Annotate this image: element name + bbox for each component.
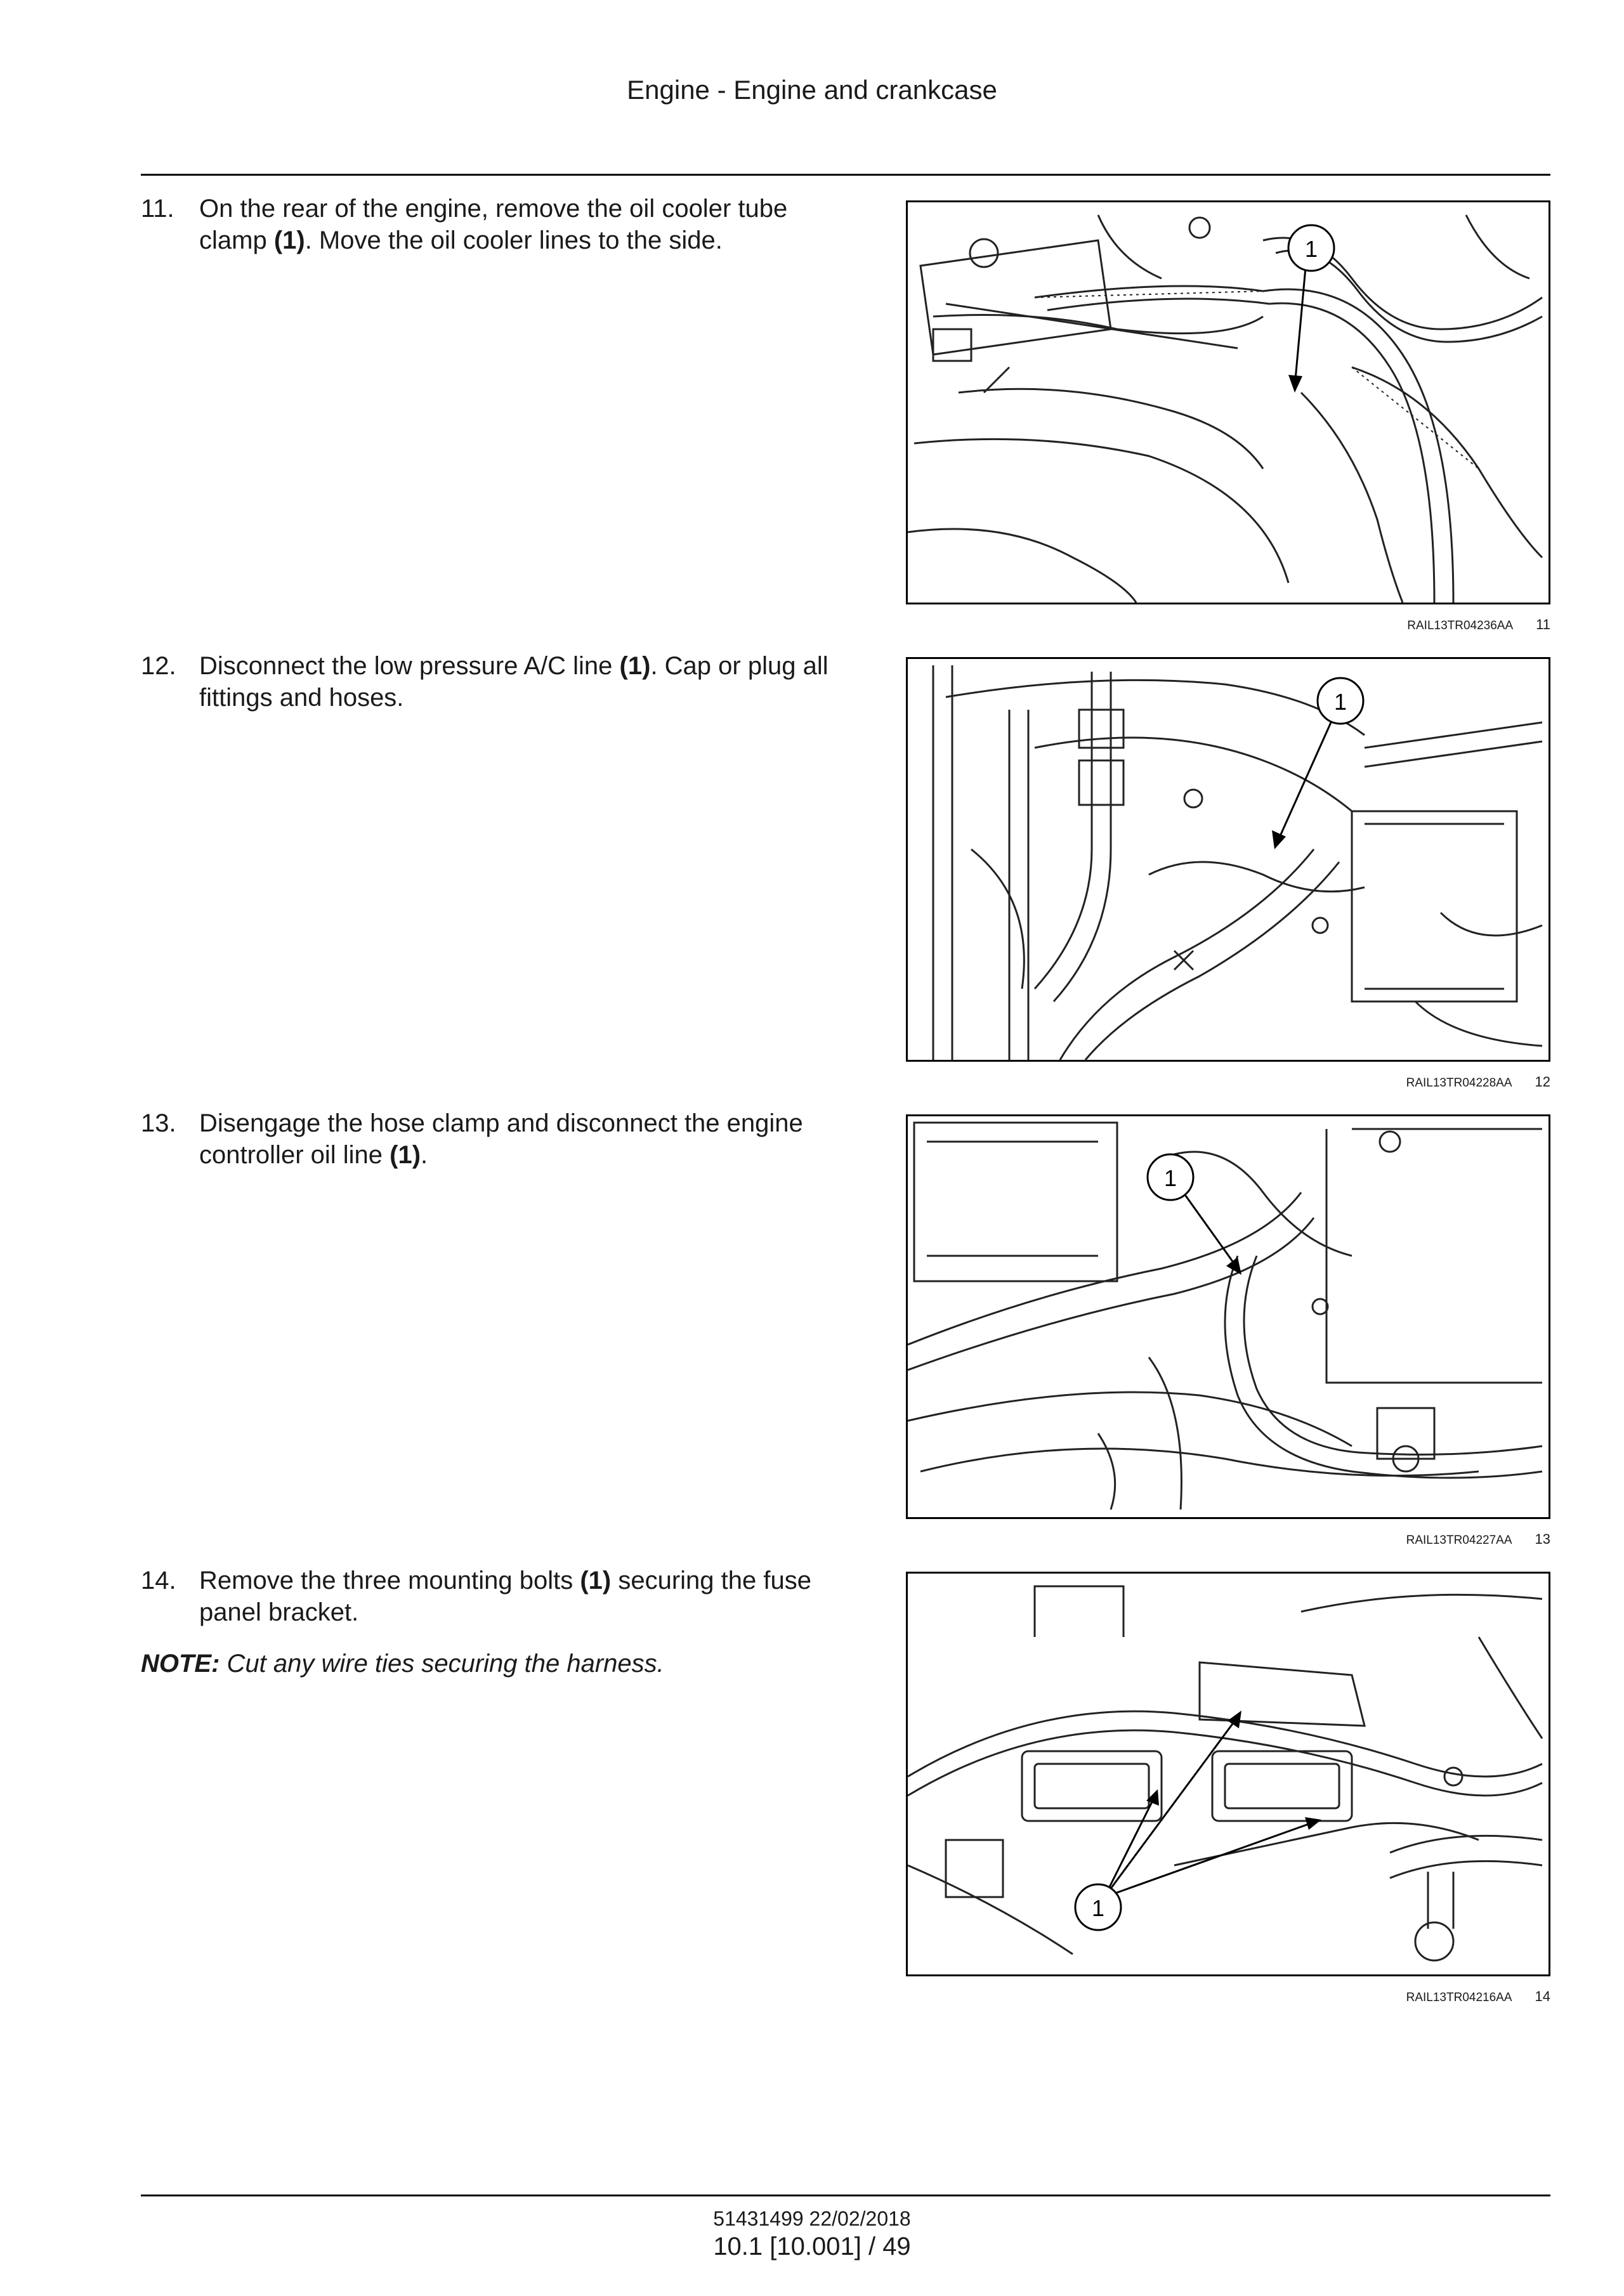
ac-line-illustration: 1 [932, 665, 1543, 1060]
figure-code: RAIL13TR04227AA [1406, 1534, 1512, 1547]
step-number: 14. [141, 1567, 176, 1595]
engine-illustration: 1 [908, 214, 1543, 603]
step-text: On the rear of the engine, remove the oi… [199, 195, 788, 254]
figure-11: 1 [906, 200, 1550, 604]
figure-number: 13 [1535, 1531, 1550, 1547]
header-rule [141, 174, 1550, 176]
step-14: 14. Remove the three mounting bolts (1) … [141, 1565, 858, 1628]
step-number: 11. [141, 195, 174, 223]
figure-caption: RAIL13TR04216AA 14 [906, 1988, 1550, 2005]
callout-circle [1146, 1153, 1195, 1201]
page-header-title: Engine - Engine and crankcase [627, 75, 997, 105]
callout-label: 1 [1305, 236, 1318, 262]
callout-ref: (1) [390, 1141, 421, 1169]
note-label: NOTE: [141, 1650, 220, 1678]
step-12: 12. Disconnect the low pressure A/C line… [141, 650, 858, 714]
figure-code: RAIL13TR04216AA [1406, 1991, 1512, 2004]
figure-caption: RAIL13TR04236AA 11 [906, 616, 1550, 633]
step-text: Disengage the hose clamp and disconnect … [199, 1109, 803, 1169]
figure-caption: RAIL13TR04227AA 13 [906, 1531, 1550, 1548]
footer-rule [141, 2195, 1550, 2196]
figure-code: RAIL13TR04236AA [1407, 619, 1514, 632]
step-number: 12. [141, 652, 176, 680]
note: NOTE: Cut any wire ties securing the har… [141, 1648, 858, 1680]
callout-ref: (1) [619, 652, 651, 680]
step-11: 11. On the rear of the engine, remove th… [141, 193, 858, 256]
oil-line-illustration: 1 [908, 1121, 1543, 1510]
footer-doc-id: 51431499 22/02/2018 [713, 2207, 911, 2230]
figure-number: 14 [1535, 1988, 1550, 2004]
callout-circle [1316, 677, 1365, 725]
figure-code: RAIL13TR04228AA [1406, 1076, 1512, 1090]
figure-14: 1 [906, 1572, 1550, 1976]
figure-12: 1 [906, 657, 1550, 1062]
callout-leader [1276, 709, 1338, 844]
step-number: 13. [141, 1109, 176, 1137]
figure-caption: RAIL13TR04228AA 12 [906, 1074, 1550, 1090]
callout-circle [1287, 224, 1335, 272]
step-text: Remove the three mounting bolts (1) secu… [199, 1567, 811, 1626]
figure-number: 12 [1535, 1074, 1550, 1090]
callout-leaders [1103, 1716, 1314, 1898]
step-13: 13. Disengage the hose clamp and disconn… [141, 1107, 858, 1171]
figure-13: 1 [906, 1114, 1550, 1519]
step-text: Disconnect the low pressure A/C line (1)… [199, 652, 828, 712]
callout-label: 1 [1164, 1165, 1177, 1191]
callout-ref: (1) [273, 226, 305, 254]
footer-page-number: 10.1 [10.001] / 49 [713, 2233, 911, 2260]
callout-label: 1 [1334, 689, 1347, 715]
callout-label: 1 [1092, 1895, 1104, 1921]
note-text: Cut any wire ties securing the harness. [219, 1650, 664, 1678]
callout-ref: (1) [580, 1567, 612, 1595]
callout-circle [1074, 1883, 1122, 1931]
figure-number: 11 [1536, 616, 1550, 632]
fuse-panel-illustration: 1 [908, 1585, 1543, 1962]
